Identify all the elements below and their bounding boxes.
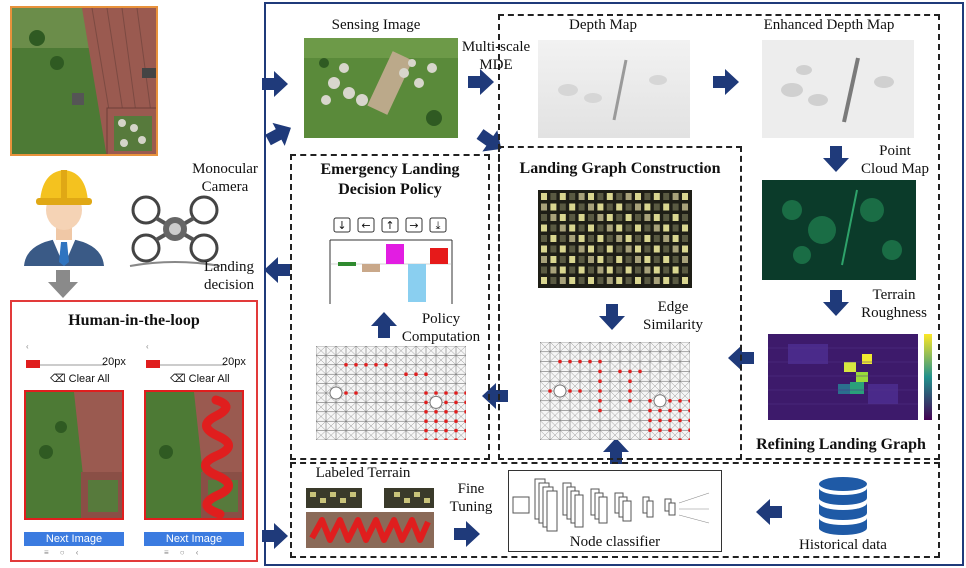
landing-graph-refined xyxy=(540,342,690,440)
gray-down-arrow xyxy=(48,270,78,305)
svg-text:↓: ↓ xyxy=(337,219,346,232)
clear-all-button[interactable]: ⌫ Clear All xyxy=(50,373,110,385)
svg-text:↑: ↑ xyxy=(385,219,394,232)
fine-tuning-section xyxy=(290,462,940,558)
svg-text:⤓: ⤓ xyxy=(436,219,441,232)
human-in-the-loop-panel: Human-in-the-loop ‹ 20px ⌫ Clear All Nex… xyxy=(10,300,258,562)
node-classifier-label: Node classifier xyxy=(569,534,661,550)
labeled-terrain-label: Labeled Terrain xyxy=(315,465,411,481)
phone-screen-left: ‹ 20px ⌫ Clear All Next Image ≡ ○ ‹ xyxy=(24,342,126,557)
database-icon xyxy=(818,476,868,536)
graph-grid-image xyxy=(538,190,692,288)
depth-map-label: Depth Map xyxy=(569,17,637,33)
enhanced-depth-map xyxy=(762,40,914,138)
eraser-icon: ⌫ xyxy=(50,373,66,385)
emergency-landing-section xyxy=(290,154,490,460)
brush-size-label: 20px xyxy=(222,356,246,368)
svg-text:→: → xyxy=(409,219,418,232)
eraser-icon: ⌫ xyxy=(170,373,186,385)
next-image-button[interactable]: Next Image xyxy=(144,532,244,546)
human-in-the-loop-title: Human-in-the-loop xyxy=(68,312,200,329)
person-icon xyxy=(12,162,116,266)
brush-size-slider[interactable] xyxy=(146,360,160,368)
landing-graph-section xyxy=(498,146,742,460)
refining-landing-graph-label: Refining Landing Graph xyxy=(756,436,926,453)
phone-image-right xyxy=(144,390,244,520)
aerial-camera-image xyxy=(10,6,158,156)
next-image-button[interactable]: Next Image xyxy=(24,532,124,546)
labeled-terrain-marked xyxy=(306,512,434,548)
phone-screen-right: ‹ 20px ⌫ Clear All Next Image ≡ ○ ‹ xyxy=(144,342,246,557)
sensing-image xyxy=(304,38,458,138)
depth-map xyxy=(538,40,690,138)
brush-size-label: 20px xyxy=(102,356,126,368)
clear-all-button[interactable]: ⌫ Clear All xyxy=(170,373,230,385)
sensing-image-label: Sensing Image xyxy=(331,17,421,33)
historical-data-label: Historical data xyxy=(799,537,887,553)
enhanced-depth-map-label: Enhanced Depth Map xyxy=(763,17,895,33)
policy-bar-chart: ↓ ← ↑ → ⤓ xyxy=(318,216,454,306)
node-classifier-box: Node classifier xyxy=(508,470,722,552)
svg-text:←: ← xyxy=(361,219,370,232)
policy-graph xyxy=(316,346,466,440)
drone-icon xyxy=(126,188,224,270)
point-cloud-map xyxy=(762,180,916,280)
landing-graph-construction-label: Landing Graph Construction xyxy=(519,160,721,177)
brush-size-slider[interactable] xyxy=(26,360,40,368)
phone-image-left xyxy=(24,390,124,520)
terrain-roughness-heatmap xyxy=(768,334,938,424)
pipeline-frame xyxy=(264,2,964,566)
labeled-terrain-strip xyxy=(306,488,434,508)
